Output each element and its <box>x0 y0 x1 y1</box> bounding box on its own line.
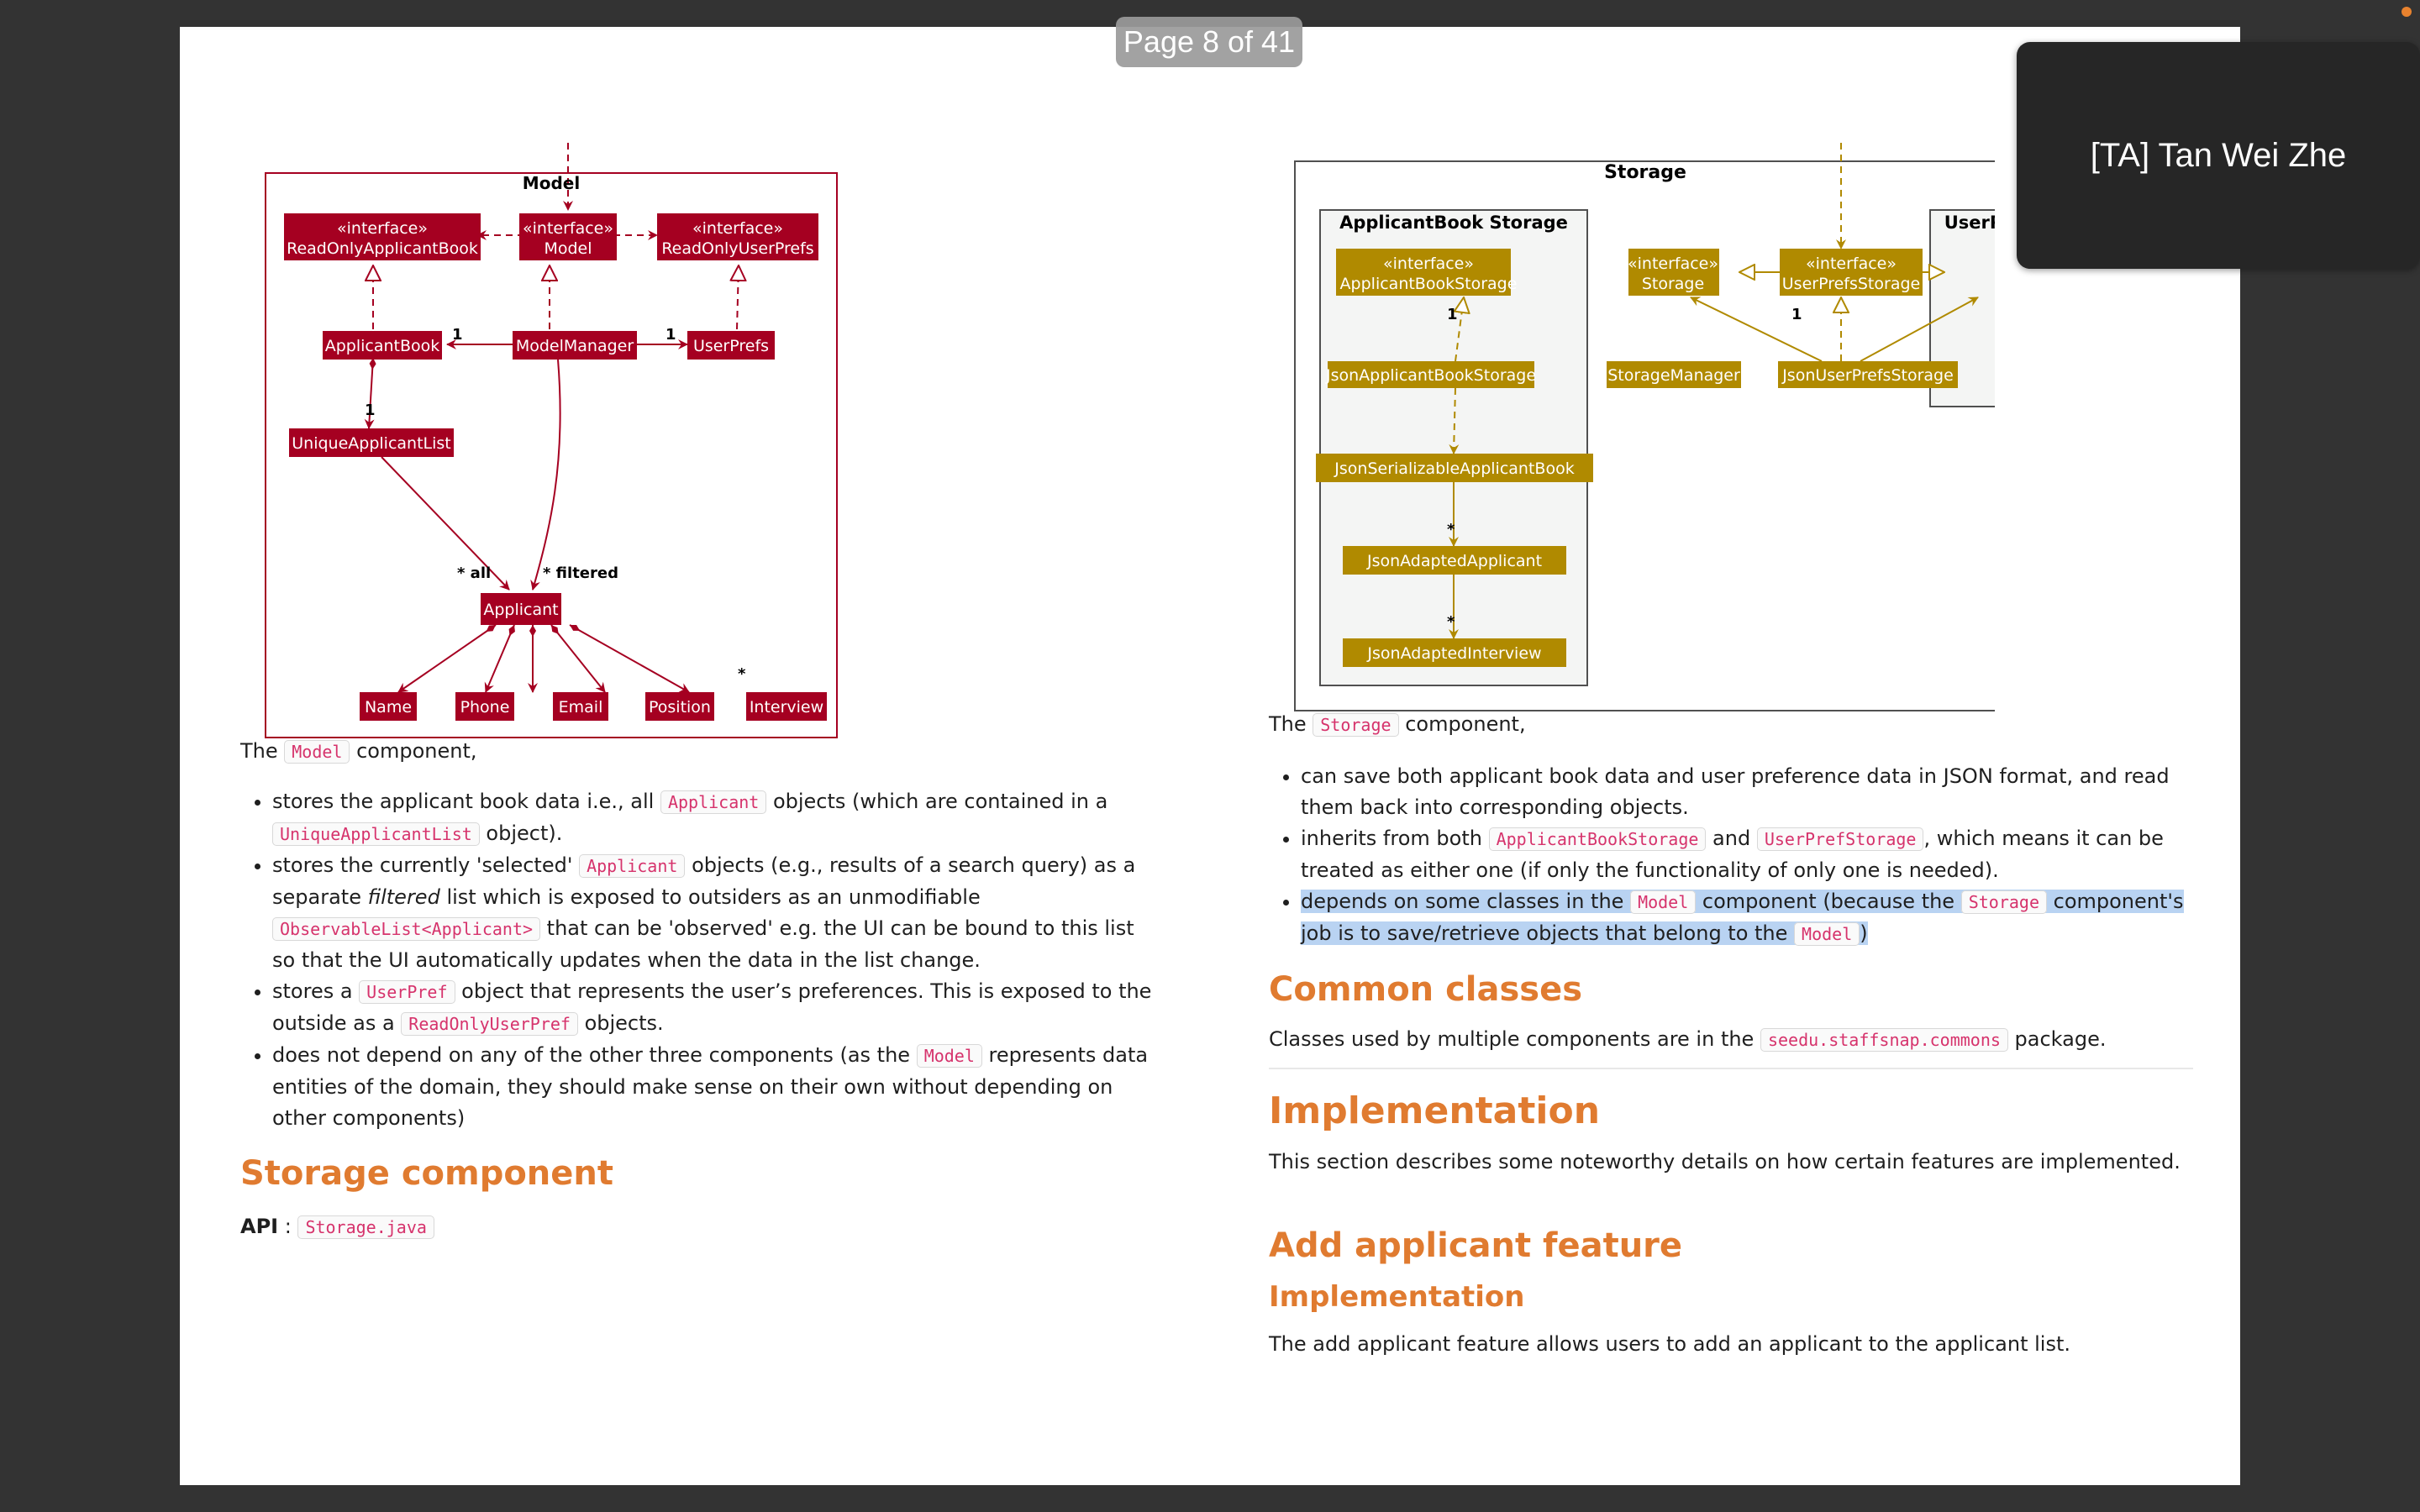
implementation-heading: Implementation <box>1269 1089 1601 1132</box>
node-readonly-applicant-book: «interface» ReadOnlyApplicantBook <box>284 213 481 260</box>
node-json-userprefs-storage: JsonUserPrefsStorage <box>1778 361 1958 388</box>
svg-text:JsonSerializableApplicantBook: JsonSerializableApplicantBook <box>1334 459 1574 478</box>
code-storage: Storage <box>1313 713 1399 737</box>
multiplicity-labels: 1 1 <box>452 326 676 344</box>
model-bullet-list: stores the applicant book data i.e., all… <box>240 786 1156 1134</box>
svg-text:ApplicantBook: ApplicantBook <box>325 337 440 355</box>
svg-text:ReadOnlyUserPrefs: ReadOnlyUserPrefs <box>661 239 813 258</box>
list-item: can save both applicant book data and us… <box>1301 761 2193 823</box>
node-storage-manager: StorageManager <box>1607 361 1741 388</box>
label-all: * all <box>457 564 491 582</box>
status-dot-icon <box>2402 7 2412 17</box>
node-position: Position <box>645 692 714 721</box>
storage-intro: The Storage component, <box>1269 712 1526 737</box>
storage-component-heading: Storage component <box>240 1154 614 1193</box>
svg-text:Email: Email <box>559 698 603 717</box>
svg-text:UserPrefs: UserPrefs <box>693 337 769 355</box>
add-applicant-text: The add applicant feature allows users t… <box>1269 1332 2070 1356</box>
add-implementation-heading: Implementation <box>1269 1280 1525 1314</box>
svg-text:Phone: Phone <box>460 698 510 717</box>
node-json-adapted-applicant: JsonAdaptedApplicant <box>1343 546 1566 575</box>
svg-text:Applicant: Applicant <box>483 601 558 619</box>
svg-text:StorageManager: StorageManager <box>1607 366 1740 385</box>
node-phone: Phone <box>455 692 514 721</box>
common-classes-text: Classes used by multiple components are … <box>1269 1027 2107 1052</box>
storage-diagram-title: Storage <box>1604 162 1686 183</box>
svg-text:«interface»: «interface» <box>1383 255 1474 273</box>
svg-text:1: 1 <box>666 326 676 344</box>
svg-text:«interface»: «interface» <box>692 219 783 238</box>
storage-bullet-list: can save both applicant book data and us… <box>1269 761 2193 950</box>
add-applicant-feature-heading: Add applicant feature <box>1269 1226 1683 1265</box>
storage-java-link[interactable]: Storage.java <box>297 1215 434 1239</box>
node-user-prefs: UserPrefs <box>687 331 775 360</box>
list-item: stores the applicant book data i.e., all… <box>272 786 1156 850</box>
model-class-diagram: Model «interface» ReadOnlyApplicantBook … <box>265 143 838 738</box>
participant-tile[interactable]: [TA] Tan Wei Zhe <box>2017 42 2420 269</box>
node-storage-interface: «interface» Storage <box>1628 249 1719 296</box>
left-column: The Model component, stores the applican… <box>240 736 1156 1243</box>
node-model-manager: ModelManager <box>513 331 637 360</box>
code-model: Model <box>284 740 350 764</box>
model-intro: The Model component, <box>240 739 477 764</box>
label-star-interview: * <box>738 665 746 683</box>
svg-text:JsonAdaptedApplicant: JsonAdaptedApplicant <box>1366 552 1542 570</box>
node-interview: Interview <box>746 692 827 721</box>
node-json-adapted-interview: JsonAdaptedInterview <box>1343 638 1566 667</box>
svg-text:«interface»: «interface» <box>523 219 613 238</box>
label-star-interview: * <box>1447 613 1455 631</box>
node-unique-applicant-list: UniqueApplicantList <box>289 428 454 457</box>
node-json-applicant-book-storage: JsonApplicantBookStorage <box>1325 361 1536 388</box>
svg-text:Interview: Interview <box>750 698 823 717</box>
model-diagram-title: Model <box>523 173 580 193</box>
label-filtered: * filtered <box>543 564 618 582</box>
svg-text:ReadOnlyApplicantBook: ReadOnlyApplicantBook <box>287 239 478 258</box>
svg-text:ApplicantBookStorage: ApplicantBookStorage <box>1340 275 1518 293</box>
userprefs-storage-package: UserPrefs Storage <box>1944 213 1995 233</box>
svg-text:Name: Name <box>365 698 412 717</box>
storage-class-diagram: Storage ApplicantBook Storage UserPrefs … <box>1294 143 1995 711</box>
list-item: does not depend on any of the other thre… <box>272 1040 1156 1134</box>
svg-text:JsonUserPrefsStorage: JsonUserPrefsStorage <box>1781 366 1954 385</box>
api-line: API : Storage.java <box>240 1211 1156 1243</box>
label-star-applicant: * <box>1447 521 1455 538</box>
page-indicator: Page 8 of 41 <box>1116 17 1302 67</box>
svg-text:JsonApplicantBookStorage: JsonApplicantBookStorage <box>1325 366 1536 385</box>
svg-text:«interface»: «interface» <box>337 219 428 238</box>
node-readonly-user-prefs: «interface» ReadOnlyUserPrefs <box>657 213 818 260</box>
node-applicant-book-storage: «interface» ApplicantBookStorage <box>1336 249 1517 296</box>
list-item-selected: depends on some classes in the Model com… <box>1301 886 2193 950</box>
svg-text:Model: Model <box>544 239 592 258</box>
right-column: The Storage component, can save both app… <box>1269 709 2193 1360</box>
label-one-ups: 1 <box>1791 306 1802 323</box>
svg-text:«interface»: «interface» <box>1806 255 1897 273</box>
node-model-interface: «interface» Model <box>519 213 617 260</box>
svg-text:UniqueApplicantList: UniqueApplicantList <box>292 434 451 453</box>
svg-text:ModelManager: ModelManager <box>516 337 634 355</box>
svg-text:Position: Position <box>649 698 711 717</box>
node-name: Name <box>360 692 417 721</box>
label-one-abs: 1 <box>1447 306 1458 323</box>
node-json-serializable-applicant-book: JsonSerializableApplicantBook <box>1316 454 1593 482</box>
label-one-unique: 1 <box>365 402 376 419</box>
svg-text:«interface»: «interface» <box>1628 255 1718 273</box>
implementation-text: This section describes some noteworthy d… <box>1269 1150 2181 1173</box>
node-applicant-book: ApplicantBook <box>323 331 442 360</box>
list-item: stores the currently 'selected' Applican… <box>272 850 1156 976</box>
svg-text:UserPrefsStorage: UserPrefsStorage <box>1782 275 1920 293</box>
common-classes-heading: Common classes <box>1269 970 1583 1009</box>
node-email: Email <box>553 692 608 721</box>
list-item: stores a UserPref object that represents… <box>272 976 1156 1040</box>
svg-text:1: 1 <box>452 326 463 344</box>
svg-text:Storage: Storage <box>1642 275 1704 293</box>
applicant-book-storage-package: ApplicantBook Storage <box>1339 213 1568 233</box>
participant-name: [TA] Tan Wei Zhe <box>2090 136 2347 174</box>
divider <box>1269 1068 2193 1069</box>
list-item: inherits from both ApplicantBookStorage … <box>1301 823 2193 886</box>
node-userprefs-storage: «interface» UserPrefsStorage <box>1780 249 1923 296</box>
node-applicant: Applicant <box>481 593 561 625</box>
document-page: Model «interface» ReadOnlyApplicantBook … <box>180 27 2240 1485</box>
svg-text:JsonAdaptedInterview: JsonAdaptedInterview <box>1366 644 1541 663</box>
